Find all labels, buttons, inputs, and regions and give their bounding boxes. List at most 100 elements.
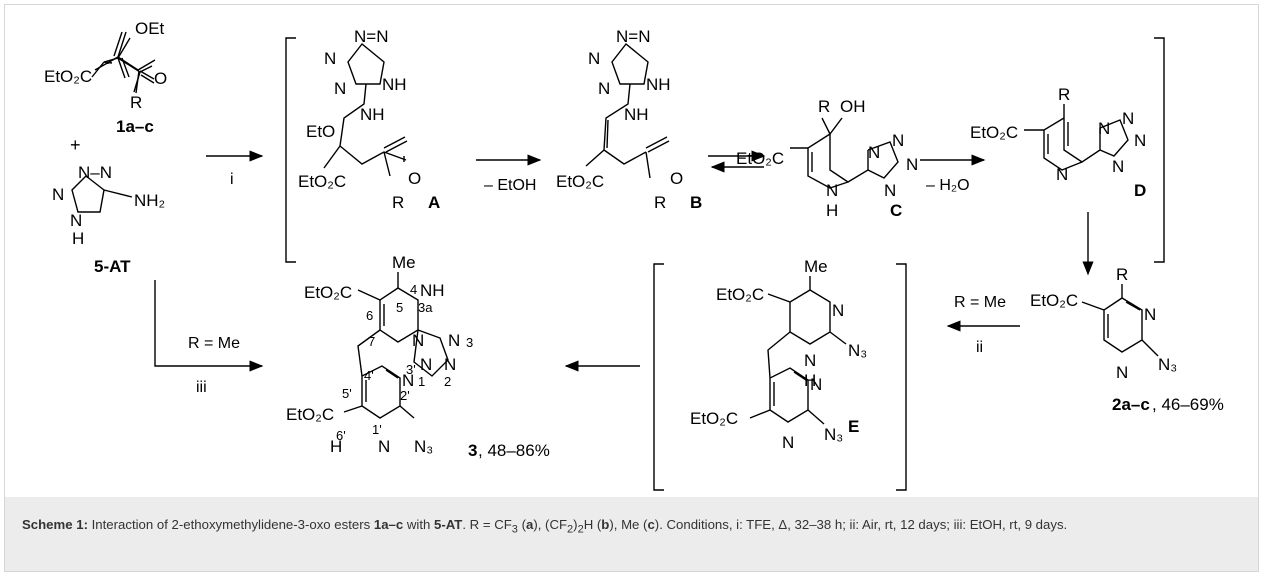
- b-r-label: R: [654, 193, 666, 212]
- scheme-frame: [4, 4, 1259, 572]
- intermediate-a: N=N N N NH NH EtO EtO₂C O R A: [298, 27, 440, 212]
- d-n-ring: N: [1056, 165, 1068, 184]
- 3-eto2c-bottom: EtO₂C: [286, 405, 334, 424]
- intermediate-d: R EtO₂C N N N N N D: [970, 85, 1146, 200]
- condition-i: i: [230, 171, 234, 188]
- c-oh-label: OH: [840, 97, 866, 116]
- 5at-n-top: N–N: [78, 163, 112, 182]
- 3-num-4: 4: [410, 282, 417, 297]
- b-n-mid: N: [598, 79, 610, 98]
- a-eto-label: EtO: [306, 122, 335, 141]
- a-n-mid: N: [334, 79, 346, 98]
- a-n-left: N: [324, 49, 336, 68]
- compound-2: R EtO₂C N N N₃ 2a–c , 46–69%: [1030, 265, 1224, 414]
- r-label: R: [130, 93, 142, 112]
- 3-me-label: Me: [392, 253, 416, 272]
- a-nh-ring: NH: [382, 75, 407, 94]
- caption-text-2: with: [403, 517, 434, 532]
- caption-text-3: . R = CF: [462, 517, 512, 532]
- condition-r-me-iii: R = Me: [188, 335, 240, 352]
- intermediate-b: N=N N N NH NH EtO₂C O R B: [556, 27, 702, 212]
- caption-label: Scheme 1:: [22, 517, 88, 532]
- compound-5at-label: 5-AT: [94, 257, 131, 276]
- d-n-bottom: N: [1112, 157, 1124, 176]
- minus-etoh: – EtOH: [484, 177, 536, 194]
- compound-2-label: 2a–c: [1112, 395, 1150, 414]
- e-me-label: Me: [804, 257, 828, 276]
- caption-text-8: ), Me (: [609, 517, 648, 532]
- bracket-right: [1154, 37, 1165, 263]
- 2-eto2c-label: EtO₂C: [1030, 291, 1078, 310]
- 2-n-right: N: [1144, 305, 1156, 324]
- 3-num-6p: 6': [336, 428, 346, 443]
- caption-bold-8: c: [647, 517, 655, 532]
- compound-1: OEt EtO₂C O R 1a–c +: [44, 19, 167, 155]
- intermediate-e-label: E: [848, 417, 859, 436]
- c-n-ring: N: [826, 181, 838, 200]
- 2-r-label: R: [1116, 265, 1128, 284]
- scheme-caption: Scheme 1: Interaction of 2-ethoxymethyli…: [22, 514, 1242, 541]
- 3-n-lower-right: N: [444, 355, 456, 374]
- compound-2-yield: , 46–69%: [1152, 395, 1224, 414]
- 3-num-2p: 2': [400, 388, 410, 403]
- compound-5at: N–N N N H NH₂ 5-AT: [52, 163, 165, 276]
- o-label: O: [154, 69, 167, 88]
- b-n-left: N: [588, 49, 600, 68]
- condition-r-me-ii: R = Me: [954, 294, 1006, 311]
- d-n-right: N: [1134, 131, 1146, 150]
- 3-num-7: 7: [368, 334, 375, 349]
- 3-num-2: 2: [444, 374, 451, 389]
- b-tetrazole-top: N=N: [616, 27, 650, 46]
- 3-nh-label: NH: [420, 281, 445, 300]
- d-n-top: N: [1122, 109, 1134, 128]
- bracket-left: [285, 37, 296, 263]
- 3-num-5p: 5': [342, 386, 352, 401]
- caption-sub-3: 3: [511, 523, 518, 536]
- caption-background: [5, 497, 1258, 571]
- b-nh-link: NH: [624, 105, 649, 124]
- intermediate-d-label: D: [1134, 181, 1146, 200]
- 3-h-label: H: [330, 437, 342, 456]
- caption-text-7: H (: [583, 517, 602, 532]
- condition-iii: iii: [196, 379, 207, 396]
- a-tetrazole-top: N=N: [354, 27, 388, 46]
- c-n-bottom: N: [884, 181, 896, 200]
- e-n3-bottom: N₃: [824, 425, 843, 444]
- bracket-e-left: [653, 263, 664, 491]
- a-r-label: R: [392, 193, 404, 212]
- 3-num-4p: 4': [364, 368, 374, 383]
- caption-bold-2: 5-AT: [434, 517, 463, 532]
- arrow-iii: [154, 280, 264, 372]
- caption-text-9: ). Conditions, i: TFE, Δ, 32–38 h; ii: A…: [654, 517, 1068, 532]
- b-o-label: O: [670, 169, 683, 188]
- minus-h2o: – H₂O: [926, 177, 970, 194]
- caption-bold-4: a: [525, 517, 534, 532]
- intermediate-e: Me EtO₂C N N₃ N H EtO₂C N N N₃ E: [690, 257, 867, 452]
- caption-bold-1: 1a–c: [373, 517, 404, 532]
- 3-num-1p: 1': [372, 422, 382, 437]
- eto2c-label: EtO₂C: [44, 67, 92, 86]
- b-eto2c-label: EtO₂C: [556, 172, 604, 191]
- caption-bold-7: b: [601, 517, 610, 532]
- 3-num-3p: 3': [406, 362, 416, 377]
- d-eto2c-label: EtO₂C: [970, 123, 1018, 142]
- product-3: Me 4 5 6 7 3a 3 2 1 4' 3' 5' 1' 2' 6' Et…: [286, 253, 550, 460]
- b-nh-ring: NH: [646, 75, 671, 94]
- caption-sub-6: 2: [577, 523, 584, 536]
- 3-num-3: 3: [466, 335, 473, 350]
- product-3-label: 3: [468, 441, 477, 460]
- e-n-right: N: [832, 301, 844, 320]
- 3-num-5: 5: [396, 300, 403, 315]
- 3-n-lower-left: N: [420, 355, 432, 374]
- e-n-pyr-right: N: [810, 375, 822, 394]
- caption-text-4: (: [517, 517, 526, 532]
- c-n-right: N: [906, 155, 918, 174]
- c-n-top: N: [892, 131, 904, 150]
- c-h-label: H: [826, 201, 838, 220]
- 3-n3-label: N₃: [414, 437, 433, 456]
- d-r-label: R: [1058, 85, 1070, 104]
- nh2-label: NH₂: [134, 191, 165, 210]
- compound-1-label: 1a–c: [116, 117, 154, 136]
- 3-num-3a: 3a: [418, 300, 433, 315]
